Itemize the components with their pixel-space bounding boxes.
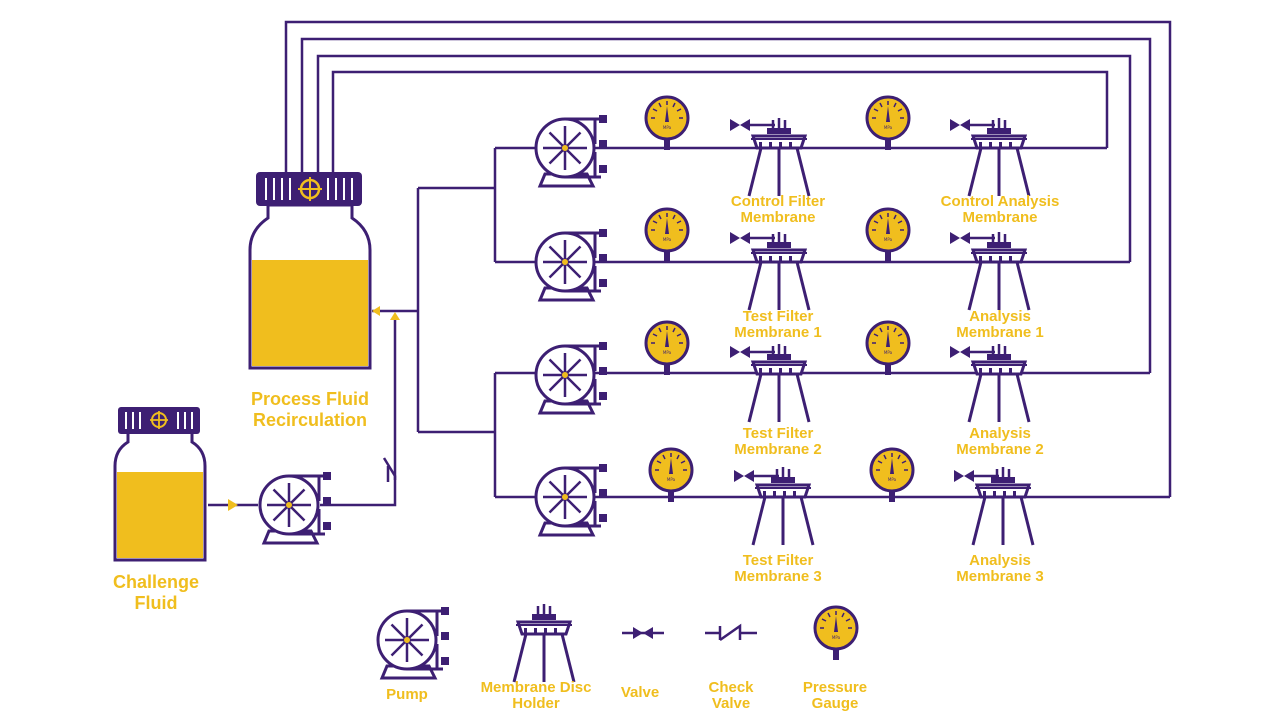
membrane-disc-holder-icon xyxy=(747,230,811,312)
membrane-disc-holder-icon xyxy=(971,465,1035,547)
valve-icon xyxy=(950,232,970,244)
legend-icons: MPa xyxy=(376,602,859,684)
svg-text:MPa: MPa xyxy=(884,350,893,355)
legend-membrane-disc-holder-icon xyxy=(512,602,576,684)
legend-pump-icon xyxy=(376,605,451,680)
valve-icon xyxy=(954,470,974,482)
pump-icon xyxy=(534,462,609,537)
svg-text:MPa: MPa xyxy=(667,477,676,482)
feed-pump-icon xyxy=(258,470,333,545)
valve-icon xyxy=(950,346,970,358)
pressure-gauge-icon xyxy=(644,95,690,152)
valve-icon xyxy=(730,232,750,244)
pump-icon xyxy=(534,113,609,188)
svg-text:MPa: MPa xyxy=(888,477,897,482)
legend-check-valve-icon xyxy=(705,623,757,642)
svg-text:MPa: MPa xyxy=(832,635,841,640)
membrane-disc-holder-icon xyxy=(751,465,815,547)
svg-text:MPa: MPa xyxy=(663,125,672,130)
check-valve-feed xyxy=(382,457,397,482)
svg-text:MPa: MPa xyxy=(884,125,893,130)
legend-valve-label: Valve xyxy=(620,684,660,701)
legend-valve-icon xyxy=(622,627,664,639)
pressure-gauge-icon xyxy=(869,447,915,504)
membrane-disc-holder-icon xyxy=(747,342,811,424)
pump-icon xyxy=(534,340,609,415)
legend-pump-label: Pump xyxy=(386,686,428,703)
legend-pressure-gauge-icon xyxy=(813,605,859,662)
svg-text:MPa: MPa xyxy=(663,350,672,355)
valve-stubs xyxy=(748,123,999,478)
pressure-gauge-icon xyxy=(865,95,911,152)
membrane-disc-holder-icon xyxy=(967,230,1031,312)
membrane-disc-holder-icon xyxy=(967,342,1031,424)
valve-icon xyxy=(730,346,750,358)
pressure-gauge-icon xyxy=(648,447,694,504)
pressure-gauge-icon xyxy=(865,320,911,377)
valve-icon xyxy=(950,119,970,131)
pump-icon xyxy=(534,227,609,302)
pressure-gauge-icon xyxy=(644,207,690,264)
pressure-gauge-icon xyxy=(865,207,911,264)
challenge-fluid-bottle xyxy=(113,407,207,562)
valve-icon xyxy=(734,470,754,482)
pressure-gauge-icon xyxy=(644,320,690,377)
membrane-disc-holder-icon xyxy=(967,116,1031,198)
process-fluid-bottle xyxy=(248,172,372,370)
svg-text:MPa: MPa xyxy=(663,237,672,242)
svg-text:MPa: MPa xyxy=(884,237,893,242)
membrane-disc-holder-icon xyxy=(747,116,811,198)
valve-icon xyxy=(730,119,750,131)
